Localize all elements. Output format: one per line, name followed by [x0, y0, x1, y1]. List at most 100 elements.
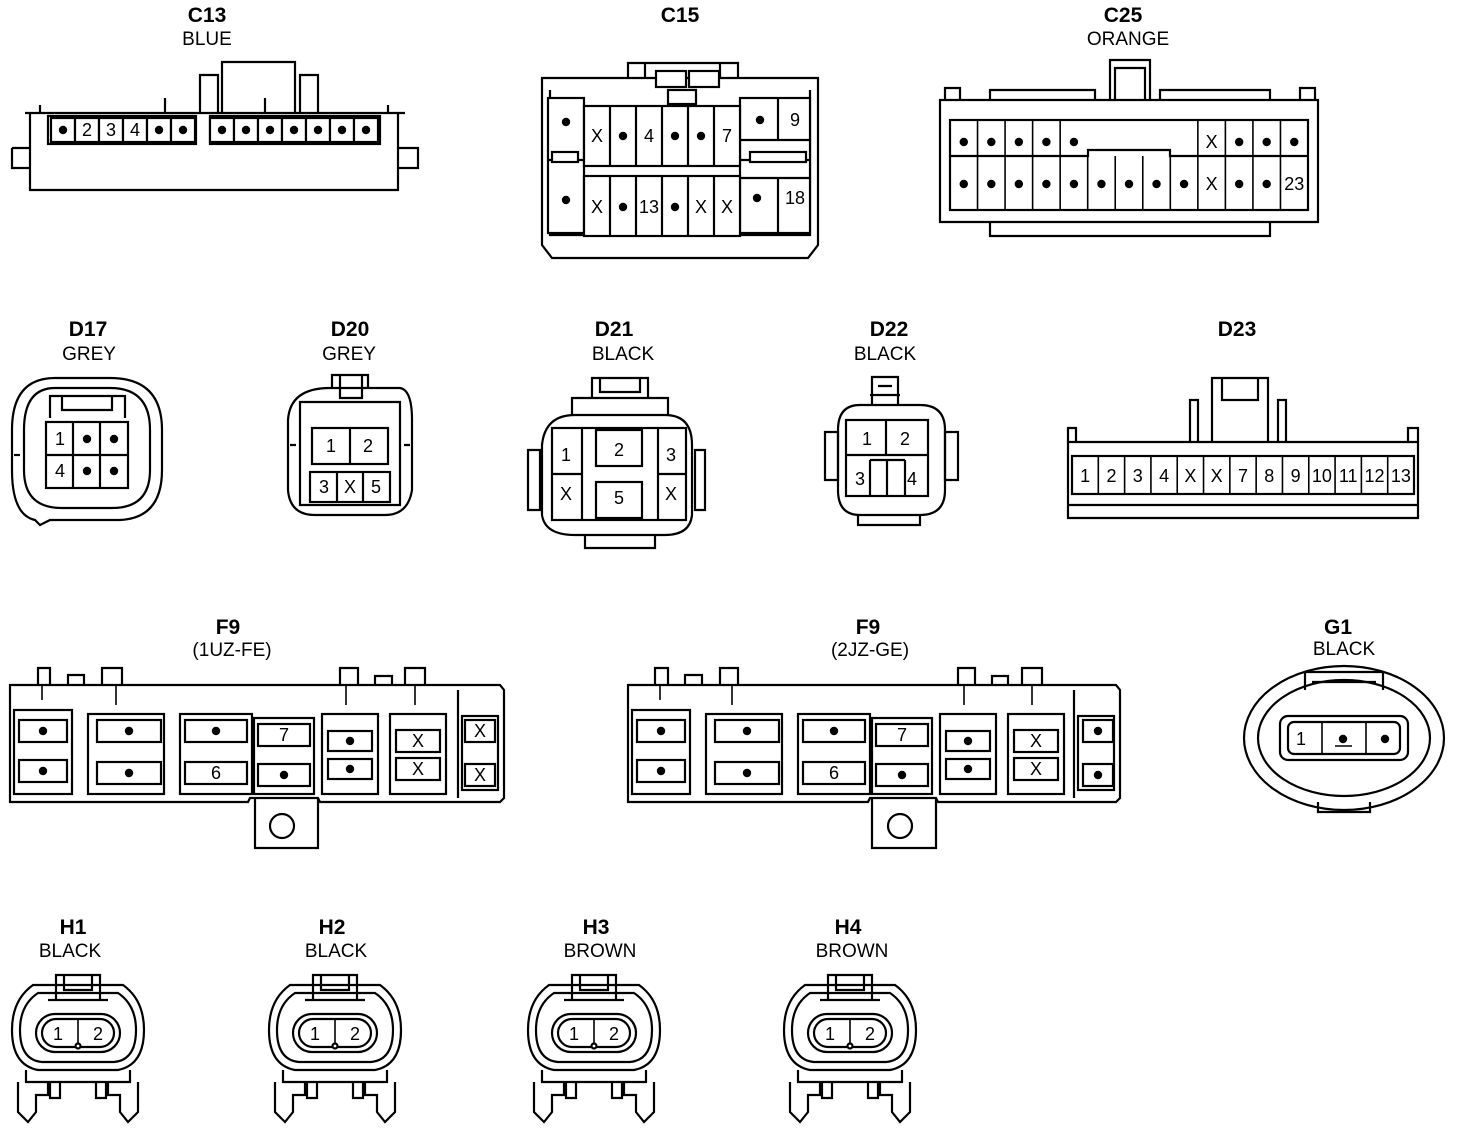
pin-10 [963, 764, 973, 774]
svg-text:6: 6 [211, 763, 221, 783]
pin-bottom-13: 23 [1284, 174, 1304, 194]
svg-text:3: 3 [666, 445, 676, 465]
pin-top-12 [1262, 137, 1271, 147]
pin-bottom-4 [670, 202, 680, 212]
svg-text:X: X [591, 197, 603, 217]
svg-text:X: X [1211, 466, 1223, 486]
pin-4 [742, 768, 752, 778]
pin-13: X [474, 721, 486, 741]
svg-text:1: 1 [825, 1024, 835, 1044]
pin-top-4 [1042, 137, 1051, 147]
pin-1: 1 [310, 1024, 320, 1044]
pin-bottom-2 [987, 179, 996, 189]
pin-right-bottom-b: 18 [785, 188, 805, 208]
pin-2: 2 [865, 1024, 875, 1044]
pin-1: 1 [1296, 729, 1306, 749]
pin-12: X [1030, 759, 1042, 779]
svg-text:X: X [412, 759, 424, 779]
pin-top-10: X [1206, 132, 1218, 152]
svg-text:2: 2 [82, 120, 92, 140]
pin-4: 4 [907, 469, 917, 489]
svg-text:13: 13 [1391, 466, 1411, 486]
pin-6: 6 [829, 763, 839, 783]
connector-color: BROWN [815, 941, 889, 962]
svg-text:9: 9 [1291, 466, 1301, 486]
svg-text:X: X [1184, 466, 1196, 486]
svg-text:7: 7 [722, 126, 732, 146]
svg-text:5: 5 [614, 488, 624, 508]
svg-text:4: 4 [130, 120, 140, 140]
pin-2: 2 [82, 120, 92, 140]
svg-text:X: X [1030, 731, 1042, 751]
pin-5 [154, 125, 164, 135]
pin-bottom-3: 13 [639, 197, 659, 217]
pin-1: 1 [569, 1024, 579, 1044]
svg-text:3: 3 [1133, 466, 1143, 486]
pin-6 [178, 125, 188, 135]
connector-d22-body: 1 2 3 4 [823, 375, 960, 527]
svg-text:X: X [721, 197, 733, 217]
pin-right-top-b: 9 [790, 110, 800, 130]
pin-7: 7 [897, 725, 907, 745]
svg-text:2: 2 [609, 1024, 619, 1044]
pin-4: X [344, 477, 356, 497]
svg-text:2: 2 [900, 429, 910, 449]
svg-text:11: 11 [1339, 466, 1358, 486]
svg-text:5: 5 [371, 477, 381, 497]
svg-text:1: 1 [53, 1024, 63, 1044]
pin-bottom-8 [1152, 179, 1161, 189]
pin-bottom-4 [1042, 179, 1051, 189]
pin-6 [109, 466, 119, 476]
pin-top-4 [670, 131, 680, 141]
svg-text:6: 6 [829, 763, 839, 783]
svg-text:18: 18 [785, 188, 805, 208]
connector-color: BLACK [591, 344, 655, 365]
pin-1: 1 [55, 429, 65, 449]
svg-text:2: 2 [93, 1024, 103, 1044]
pin-7: 7 [1238, 466, 1248, 486]
pin-6: X [665, 484, 677, 504]
pin-3: 3 [855, 469, 865, 489]
pin-11: X [412, 731, 424, 751]
pin-2 [38, 766, 48, 776]
pin-bottom-5 [1069, 179, 1079, 189]
pin-2: 2 [609, 1024, 619, 1044]
svg-text:X: X [474, 765, 486, 785]
svg-text:X: X [695, 197, 707, 217]
svg-text:1: 1 [862, 429, 872, 449]
pin-14: X [474, 765, 486, 785]
pin-5: 5 [371, 477, 381, 497]
svg-text:2: 2 [614, 440, 624, 460]
pin-11: 11 [1339, 466, 1358, 486]
svg-text:12: 12 [1365, 466, 1385, 486]
pin-1: 1 [1080, 466, 1090, 486]
svg-text:X: X [591, 126, 603, 146]
connector-id: G1 [1323, 616, 1352, 639]
connector-color: BLACK [38, 941, 102, 962]
pin-1 [656, 726, 666, 736]
pin-top-11 [1234, 137, 1244, 147]
pin-bottom-6: X [721, 197, 733, 217]
connector-variant: (1UZ-FE) [192, 640, 272, 661]
pin-5 [211, 726, 221, 736]
pin-6: 6 [211, 763, 221, 783]
pin-7 [217, 125, 227, 135]
connector-id: D17 [68, 318, 108, 341]
connector-id: D20 [330, 318, 370, 341]
connector-id: C13 [187, 4, 227, 27]
pin-5: 5 [614, 488, 624, 508]
pin-10 [289, 125, 299, 135]
pin-bottom-1: X [591, 197, 603, 217]
svg-text:X: X [344, 477, 356, 497]
pin-2: 2 [1106, 466, 1116, 486]
svg-text:23: 23 [1284, 174, 1304, 194]
pin-top-2 [987, 137, 996, 147]
pin-right-top-a [755, 115, 765, 125]
pin-3: 3 [106, 120, 116, 140]
connector-id: D22 [869, 318, 909, 341]
svg-text:7: 7 [1238, 466, 1248, 486]
